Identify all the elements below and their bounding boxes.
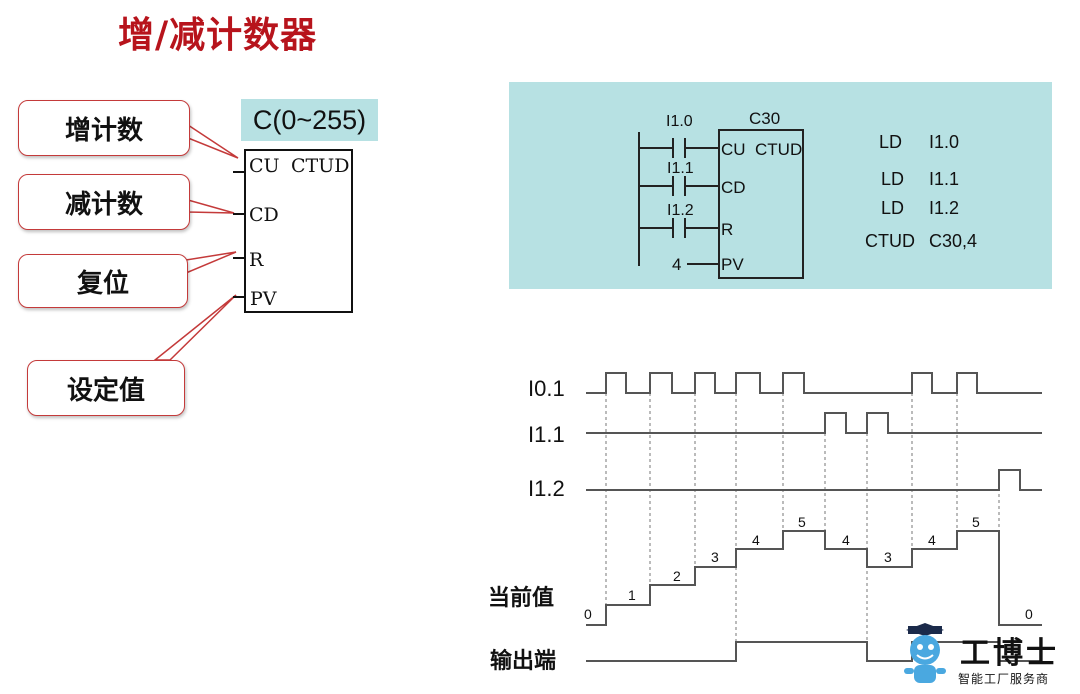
signal-label-i1-1: I1.1: [528, 422, 565, 447]
mascot-icon: [904, 623, 946, 683]
stl-arg-2: I1.1: [929, 169, 959, 189]
contact-label-i1-2: I1.2: [667, 202, 694, 219]
ladder-counter-box: [718, 129, 804, 279]
signal-label-i1-2: I1.2: [528, 476, 565, 501]
page-title: 增/减计数器: [118, 14, 318, 56]
ladder-panel: C30 I1.0 I1.1 I1.2 4 CU CTUD CD R PV LD …: [509, 82, 1052, 289]
counter-range-label: C(0~255): [241, 99, 378, 141]
waveform-i0-1: [586, 372, 1042, 394]
step-value: 4: [752, 532, 760, 548]
brand-name: 工博士: [960, 636, 1059, 671]
timing-diagram: I0.1 I1.1 I1.2 当前值 输出端 0 1 2 3 4 5 4 3 4…: [488, 372, 1042, 674]
callout-count-down: 减计数: [18, 174, 190, 230]
pv-value: 4: [672, 255, 681, 274]
callout-pointer: [187, 199, 235, 214]
pin-label-ctud: CTUD: [291, 155, 349, 177]
step-value: 5: [798, 514, 806, 530]
ladder-pin-ctud: CTUD: [755, 140, 802, 159]
callout-preset: 设定值: [27, 360, 185, 416]
step-value: 3: [711, 549, 719, 565]
stl-op-1: LD: [879, 132, 902, 152]
step-value: 5: [972, 514, 980, 530]
pin-label-cu: CU: [249, 155, 280, 177]
stl-arg-4: C30,4: [929, 231, 977, 251]
pin-label-r: R: [249, 249, 264, 271]
ladder-diagram: C30 I1.0 I1.1 I1.2 4 CU CTUD CD R PV LD …: [638, 109, 977, 279]
callout-pointer: [187, 123, 239, 159]
stl-op-2: LD: [881, 169, 904, 189]
step-value: 0: [1025, 606, 1033, 622]
ladder-pin-cu: CU: [721, 140, 746, 159]
step-value: 2: [673, 568, 681, 584]
stl-op-3: LD: [881, 198, 904, 218]
callout-count-up: 增计数: [18, 100, 190, 156]
callout-pointer: [185, 251, 237, 275]
ladder-pin-cd: CD: [721, 178, 746, 197]
contact-label-i1-0: I1.0: [666, 113, 693, 130]
signal-label-i0-1: I0.1: [528, 376, 565, 401]
counter-block-diagram: CU CTUD CD R PV: [152, 123, 353, 361]
contact-label-i1-1: I1.1: [667, 160, 694, 177]
brand-tagline: 智能工厂服务商: [958, 672, 1050, 686]
step-value: 3: [884, 549, 892, 565]
stl-op-4: CTUD: [865, 231, 915, 251]
pin-label-cd: CD: [249, 204, 279, 226]
stl-arg-1: I1.0: [929, 132, 959, 152]
current-value-label: 当前值: [488, 585, 554, 611]
step-value: 4: [842, 532, 850, 548]
waveform-i1-1: [586, 412, 1042, 434]
waveform-output: [586, 641, 1042, 662]
step-value: 4: [928, 532, 936, 548]
stl-arg-3: I1.2: [929, 198, 959, 218]
step-value: 1: [628, 587, 636, 603]
pin-label-pv: PV: [250, 288, 277, 310]
waveform-i1-2: [586, 469, 1042, 491]
output-label: 输出端: [490, 648, 556, 674]
ladder-counter-name: C30: [749, 109, 780, 128]
step-value: 0: [584, 606, 592, 622]
counter-block: [244, 149, 353, 313]
ladder-pin-pv: PV: [721, 255, 744, 274]
brand-logo: 工博士 智能工厂服务商: [898, 620, 1080, 694]
ladder-pin-r: R: [721, 220, 733, 239]
callout-reset: 复位: [18, 254, 188, 308]
waveform-current-value: [586, 530, 1042, 626]
